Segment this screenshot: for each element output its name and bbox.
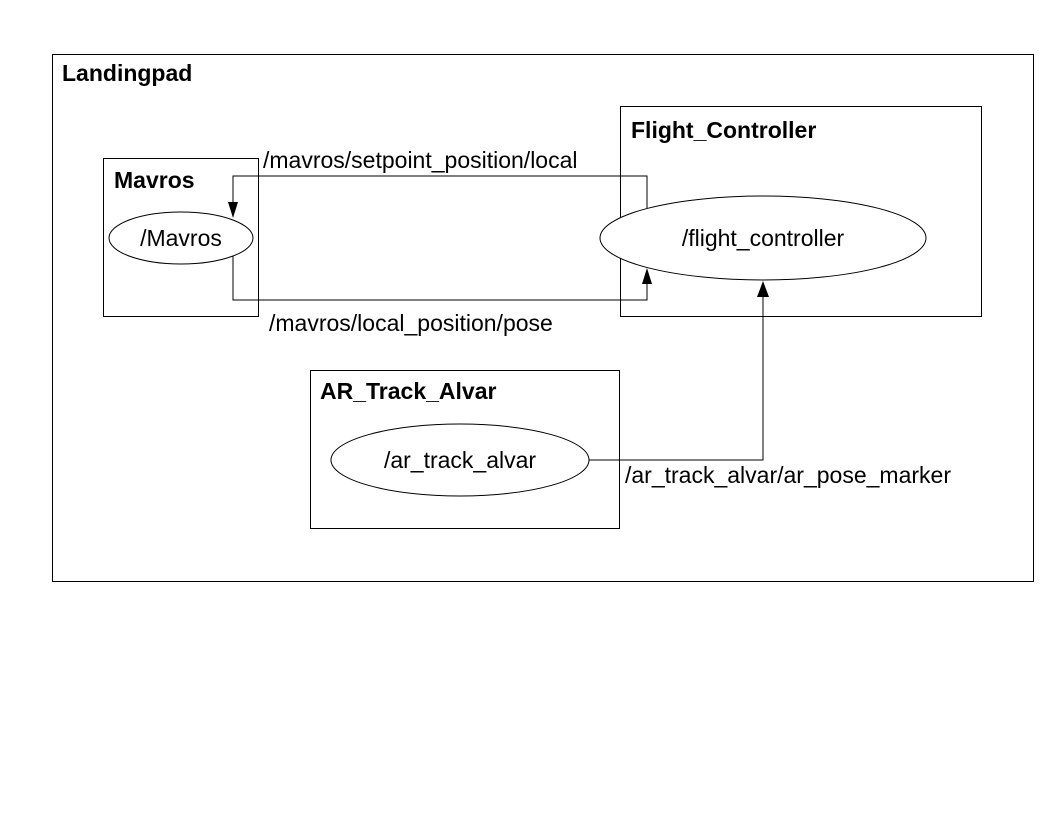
node-ar-track-alvar-ellipse[interactable]: [330, 423, 590, 497]
edge-local-pose-arrowhead: [642, 268, 652, 284]
group-ar-track-alvar: AR_Track_Alvar: [310, 370, 620, 529]
edge-local-position-pose: /mavros/local_position/pose: [232, 255, 652, 336]
edge-ar-pose-label: /ar_track_alvar/ar_pose_marker: [625, 462, 951, 488]
node-mavros-ellipse[interactable]: [108, 211, 254, 265]
group-flight-controller-label: Flight_Controller: [631, 117, 816, 143]
group-flight-controller-box: [620, 106, 982, 317]
edge-local-pose-label: /mavros/local_position/pose: [269, 310, 553, 336]
edge-ar-pose-marker: /ar_track_alvar/ar_pose_marker: [589, 281, 951, 488]
group-ar-track-alvar-box: [310, 370, 620, 529]
group-landingpad: Landingpad: [52, 54, 1034, 582]
edge-local-pose-line: [232, 255, 648, 301]
group-landingpad-box: [52, 54, 1034, 582]
group-mavros-label: Mavros: [114, 167, 195, 193]
node-mavros[interactable]: /Mavros: [108, 211, 254, 265]
node-flight-controller[interactable]: /flight_controller: [599, 195, 927, 281]
node-ar-track-alvar[interactable]: /ar_track_alvar: [330, 423, 590, 497]
group-mavros-box: [103, 158, 259, 317]
group-mavros: Mavros: [103, 158, 259, 317]
node-ar-track-alvar-label: /ar_track_alvar: [384, 447, 536, 473]
edge-setpoint-arrowhead: [228, 202, 238, 218]
node-flight-controller-label: /flight_controller: [682, 225, 845, 251]
node-flight-controller-ellipse[interactable]: [599, 195, 927, 281]
group-landingpad-label: Landingpad: [62, 60, 192, 86]
group-ar-track-alvar-label: AR_Track_Alvar: [320, 378, 496, 404]
edge-setpoint-position-local: /mavros/setpoint_position/local: [228, 147, 648, 218]
edge-ar-pose-line: [589, 296, 764, 461]
edge-setpoint-line: [232, 175, 648, 208]
edge-setpoint-label: /mavros/setpoint_position/local: [263, 147, 578, 173]
edge-ar-pose-arrowhead: [757, 281, 769, 297]
group-flight-controller: Flight_Controller: [620, 106, 982, 317]
node-mavros-label: /Mavros: [140, 225, 222, 251]
